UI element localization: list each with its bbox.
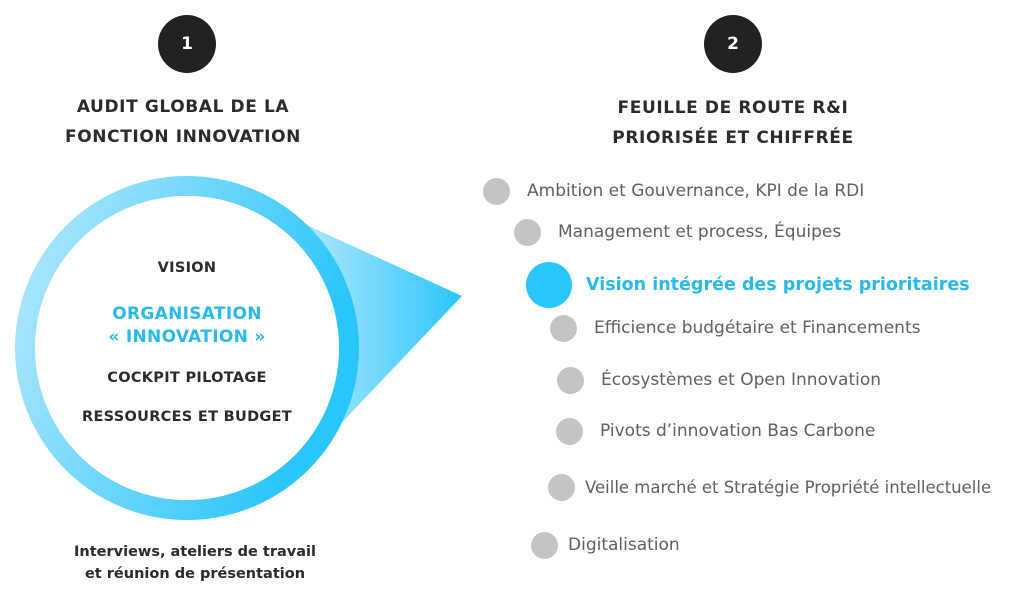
roadmap-label: Pivots d’innovation Bas Carbone bbox=[600, 421, 876, 441]
roadmap-label: Management et process, Équipes bbox=[558, 222, 842, 242]
roadmap-item: Veille marché et Stratégie Propriété int… bbox=[548, 470, 991, 504]
roadmap-label: Ambition et Gouvernance, KPI de la RDI bbox=[527, 181, 865, 201]
roadmap-dot bbox=[550, 314, 577, 342]
roadmap-item: Ambition et Gouvernance, KPI de la RDI bbox=[483, 174, 864, 208]
roadmap-dot bbox=[514, 218, 541, 246]
audit-ring-inner bbox=[35, 196, 339, 500]
step-1-number: 1 bbox=[181, 34, 193, 54]
step-2-title-line-1: FEUILLE DE ROUTE R&I bbox=[617, 98, 849, 118]
audit-caption-line-2: et réunion de présentation bbox=[84, 566, 306, 582]
step-1-badge: 1 bbox=[158, 15, 216, 73]
ring-item-vision: VISION bbox=[157, 260, 217, 276]
roadmap-label: Efficience budgétaire et Financements bbox=[594, 318, 921, 338]
roadmap-dot bbox=[556, 417, 583, 445]
roadmap-label: Écosystèmes et Open Innovation bbox=[601, 370, 882, 390]
audit-ring bbox=[15, 176, 359, 520]
roadmap-item: Efficience budgétaire et Financements bbox=[550, 311, 920, 345]
roadmap-dot-active bbox=[526, 262, 572, 308]
ring-item-organisation-line-2: « INNOVATION » bbox=[108, 327, 266, 347]
roadmap-item: Écosystèmes et Open Innovation bbox=[557, 363, 881, 397]
roadmap-item: Digitalisation bbox=[531, 528, 680, 562]
roadmap-dot bbox=[531, 531, 558, 559]
ring-item-cockpit: COCKPIT PILOTAGE bbox=[107, 370, 267, 386]
step-1-title-line-1: AUDIT GLOBAL DE LA bbox=[76, 97, 290, 117]
roadmap-label: Digitalisation bbox=[568, 535, 680, 555]
roadmap-dot bbox=[548, 473, 575, 501]
ring-item-organisation-line-1: ORGANISATION bbox=[112, 304, 262, 324]
step-2-badge: 2 bbox=[704, 15, 762, 73]
audit-ring-graphic bbox=[15, 176, 462, 520]
roadmap-item: Pivots d’innovation Bas Carbone bbox=[556, 414, 875, 448]
ring-item-organisation: ORGANISATION « INNOVATION » bbox=[12, 303, 362, 349]
roadmap-dot bbox=[483, 177, 510, 205]
ring-item-ressources: RESSOURCES ET BUDGET bbox=[81, 409, 292, 425]
step-2-title-line-2: PRIORISÉE ET CHIFFRÉE bbox=[612, 128, 854, 148]
roadmap-dot bbox=[557, 366, 584, 394]
roadmap-item-active: Vision intégrée des projets prioritaires bbox=[526, 262, 970, 308]
step-1-title-line-2: FONCTION INNOVATION bbox=[65, 127, 301, 147]
roadmap-label-active: Vision intégrée des projets prioritaires bbox=[586, 275, 970, 295]
roadmap-item: Management et process, Équipes bbox=[514, 215, 841, 249]
step-1-title: AUDIT GLOBAL DE LA FONCTION INNOVATION bbox=[23, 92, 343, 152]
audit-caption: Interviews, ateliers de travail et réuni… bbox=[30, 541, 360, 585]
step-2-number: 2 bbox=[727, 34, 739, 54]
step-2-title: FEUILLE DE ROUTE R&I PRIORISÉE ET CHIFFR… bbox=[573, 93, 893, 153]
audit-caption-line-1: Interviews, ateliers de travail bbox=[74, 544, 316, 560]
roadmap-label: Veille marché et Stratégie Propriété int… bbox=[585, 477, 992, 497]
